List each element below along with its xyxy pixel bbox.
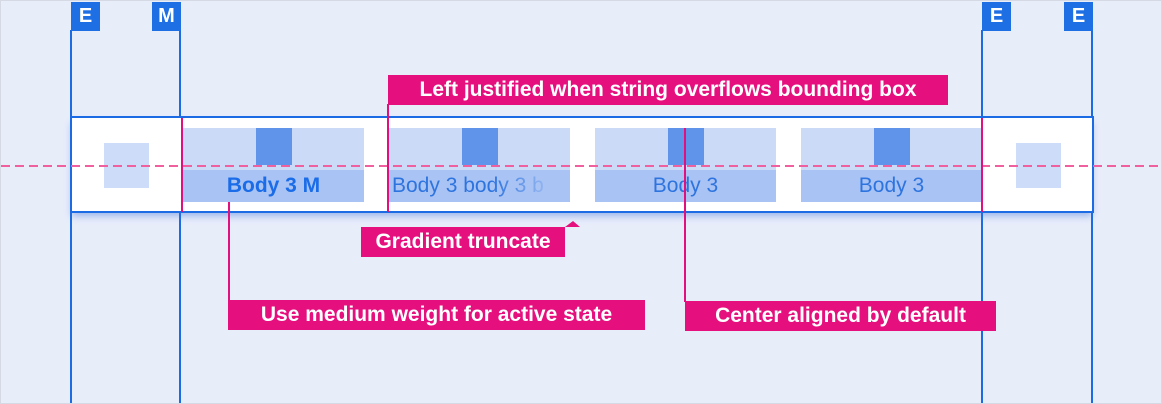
annotation-text: Gradient truncate	[375, 230, 551, 253]
baseline-dashed-guide	[1, 165, 1161, 167]
tab-label: Body 3	[801, 170, 982, 202]
margin-marker-e-right-outer: E	[1064, 2, 1093, 31]
annotation-gradient-truncate: Gradient truncate	[361, 221, 580, 257]
annotation-medium-weight: Use medium weight for active state	[228, 300, 645, 330]
margin-marker-m: M	[152, 2, 181, 31]
tab-icon-zone	[801, 128, 982, 170]
annotation-left-justified: Left justified when string overflows bou…	[388, 75, 948, 105]
connector-center-aligned	[684, 128, 686, 302]
tab-item[interactable]: Body 3	[801, 128, 982, 202]
connector-tab-row-start	[181, 118, 183, 212]
tab-icon-placeholder	[873, 128, 910, 165]
connector-left-justified	[387, 104, 389, 212]
guide-line-right-e-outer	[1091, 30, 1093, 403]
tab-label-active: Body 3 M	[183, 170, 364, 202]
tab-icon-zone	[183, 128, 364, 170]
guide-line-left-m	[179, 30, 181, 403]
connector-medium-weight	[228, 202, 230, 301]
tab-item-overflow[interactable]: Body 3 body 3 b	[389, 128, 570, 202]
annotation-center-aligned: Center aligned by default	[685, 301, 996, 331]
tab-icon-zone	[389, 128, 570, 170]
tab-item-active[interactable]: Body 3 M	[183, 128, 364, 202]
tab-label-truncated: Body 3 body 3 b	[389, 170, 570, 202]
caret-up-icon	[565, 221, 580, 227]
margin-marker-e-left: E	[71, 2, 100, 31]
tab-icon-placeholder	[255, 128, 292, 165]
guide-line-left-e	[70, 30, 72, 403]
connector-tab-row-end	[981, 118, 983, 212]
gradient-truncate-fade	[492, 170, 570, 202]
margin-marker-e-right-inner: E	[982, 2, 1011, 31]
guide-line-right-e-inner	[981, 30, 983, 403]
tab-icon-placeholder	[461, 128, 498, 165]
